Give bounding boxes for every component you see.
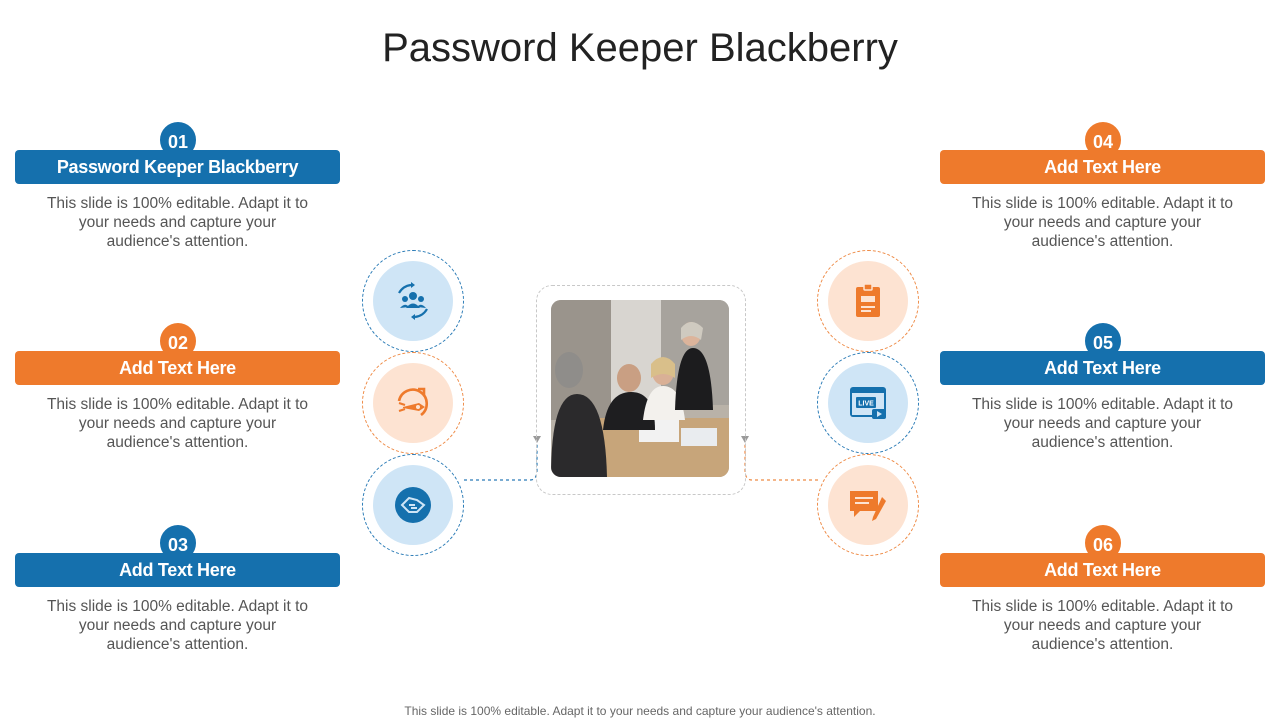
live-stream-icon-ring: LIVE (817, 352, 919, 454)
item-description: This slide is 100% editable. Adapt it to… (971, 598, 1234, 653)
item-description: This slide is 100% editable. Adapt it to… (46, 195, 309, 250)
item-description: This slide is 100% editable. Adapt it to… (971, 195, 1234, 250)
rocket-launch-icon (397, 387, 428, 417)
item-heading: Add Text Here (940, 553, 1265, 587)
slide-title: Password Keeper Blackberry (382, 26, 898, 70)
item-description: This slide is 100% editable. Adapt it to… (46, 598, 309, 653)
live-stream-icon: LIVE (850, 387, 886, 419)
item-heading: Add Text Here (940, 351, 1265, 385)
business-meeting-photo (551, 300, 729, 477)
footer-note: This slide is 100% editable. Adapt it to… (404, 704, 876, 718)
handshake-icon-ring (362, 454, 464, 556)
handshake-icon (395, 487, 431, 523)
team-cycle-icon (398, 282, 428, 320)
clipboard-icon (856, 283, 880, 317)
chat-pen-icon-ring (817, 454, 919, 556)
item-heading: Add Text Here (940, 150, 1265, 184)
item-heading: Add Text Here (15, 351, 340, 385)
item-description: This slide is 100% editable. Adapt it to… (971, 396, 1234, 451)
clipboard-icon-ring (817, 250, 919, 352)
photo-frame (536, 285, 746, 495)
item-description: This slide is 100% editable. Adapt it to… (46, 396, 309, 451)
chat-pen-icon (850, 491, 886, 521)
live-label: LIVE (858, 401, 874, 408)
item-heading: Add Text Here (15, 553, 340, 587)
rocket-launch-icon-ring (362, 352, 464, 454)
item-heading: Password Keeper Blackberry (15, 150, 340, 184)
team-cycle-icon-ring (362, 250, 464, 352)
